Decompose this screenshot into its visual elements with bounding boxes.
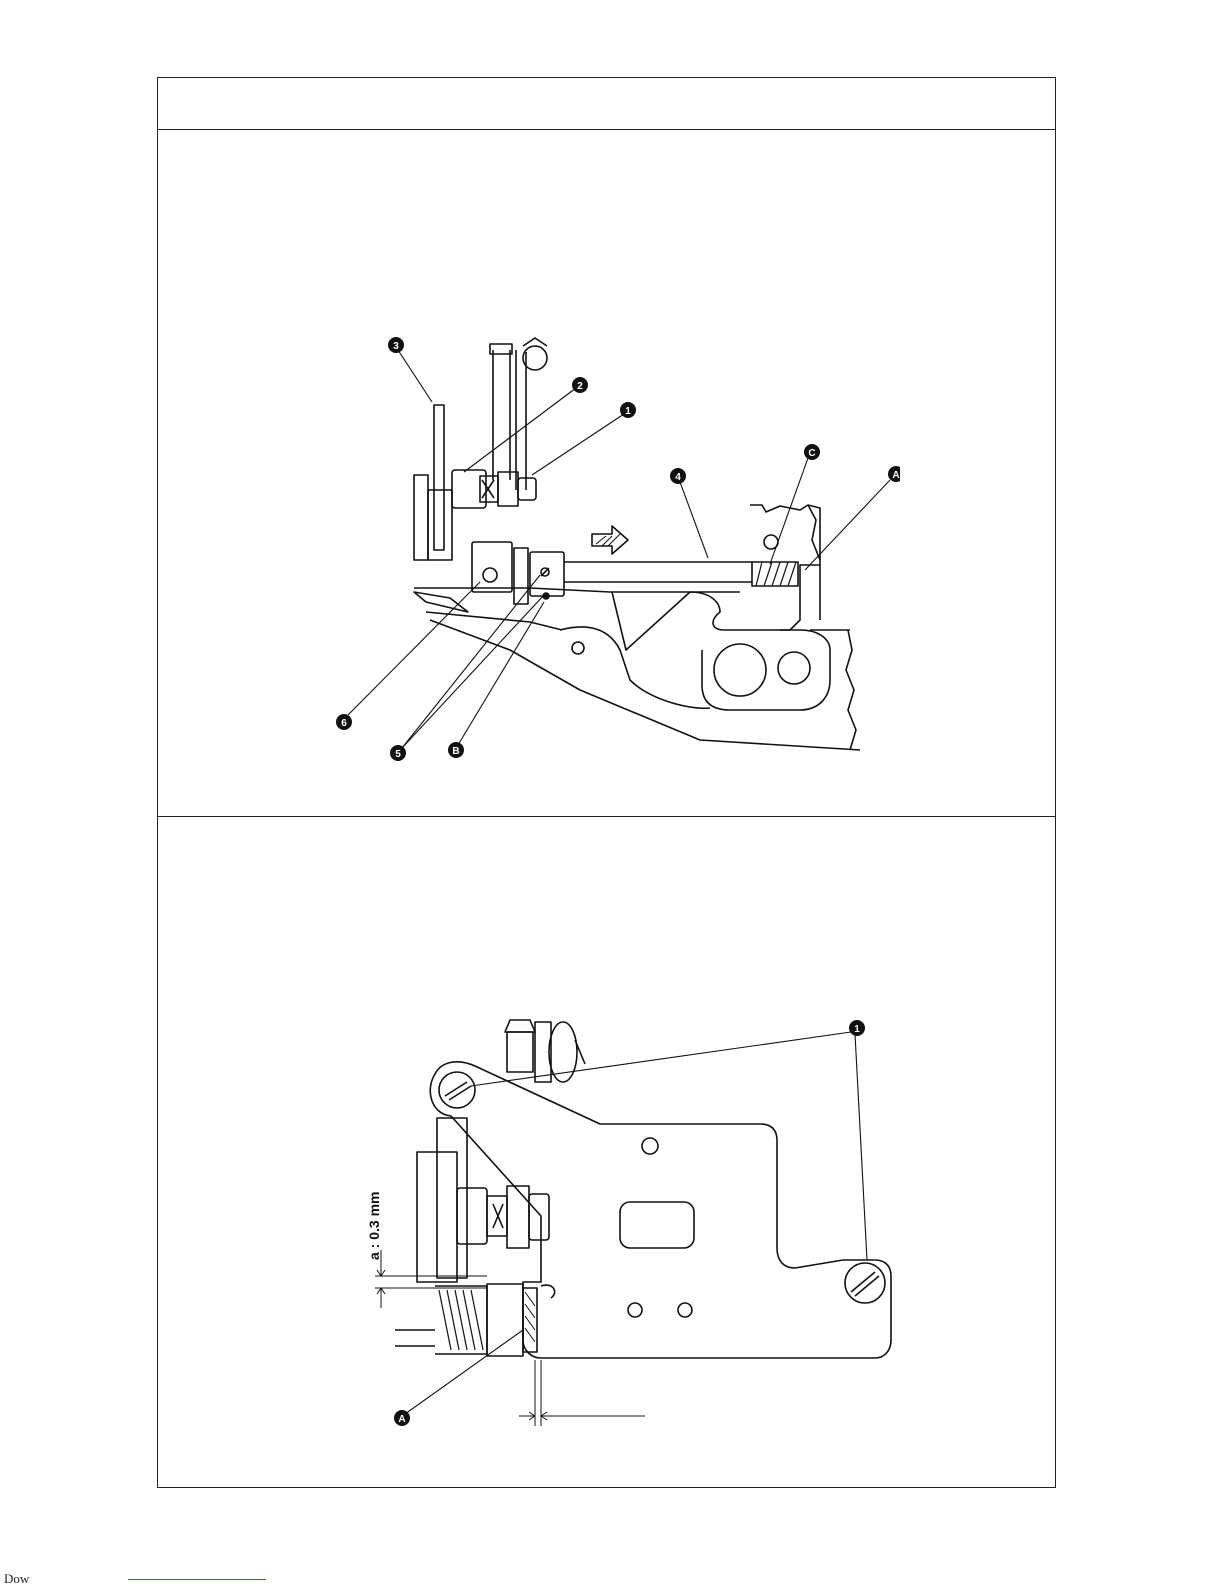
callout-1: 1 xyxy=(854,1024,860,1035)
callout-c: C xyxy=(808,448,815,459)
callout-5: 5 xyxy=(395,749,401,760)
callout-a: A xyxy=(398,1414,405,1425)
callout-6: 6 xyxy=(341,718,347,729)
dimension-label: a : 0.3 mm xyxy=(366,1192,382,1260)
callout-2: 2 xyxy=(577,381,583,392)
figure-2-diagram: a : 0.3 mm 1 A xyxy=(355,1010,915,1435)
callout-b: B xyxy=(452,746,459,757)
callout-4: 4 xyxy=(675,472,681,483)
callout-a: A xyxy=(892,470,899,481)
footer-text: Dow xyxy=(4,1571,29,1587)
section-divider xyxy=(157,816,1056,817)
callout-3: 3 xyxy=(393,341,399,352)
header-divider xyxy=(157,129,1056,130)
figure-1-diagram: 3 2 1 4 C A 6 5 B xyxy=(330,330,900,770)
footer-link-underline[interactable] xyxy=(128,1579,266,1580)
callout-1: 1 xyxy=(625,406,631,417)
